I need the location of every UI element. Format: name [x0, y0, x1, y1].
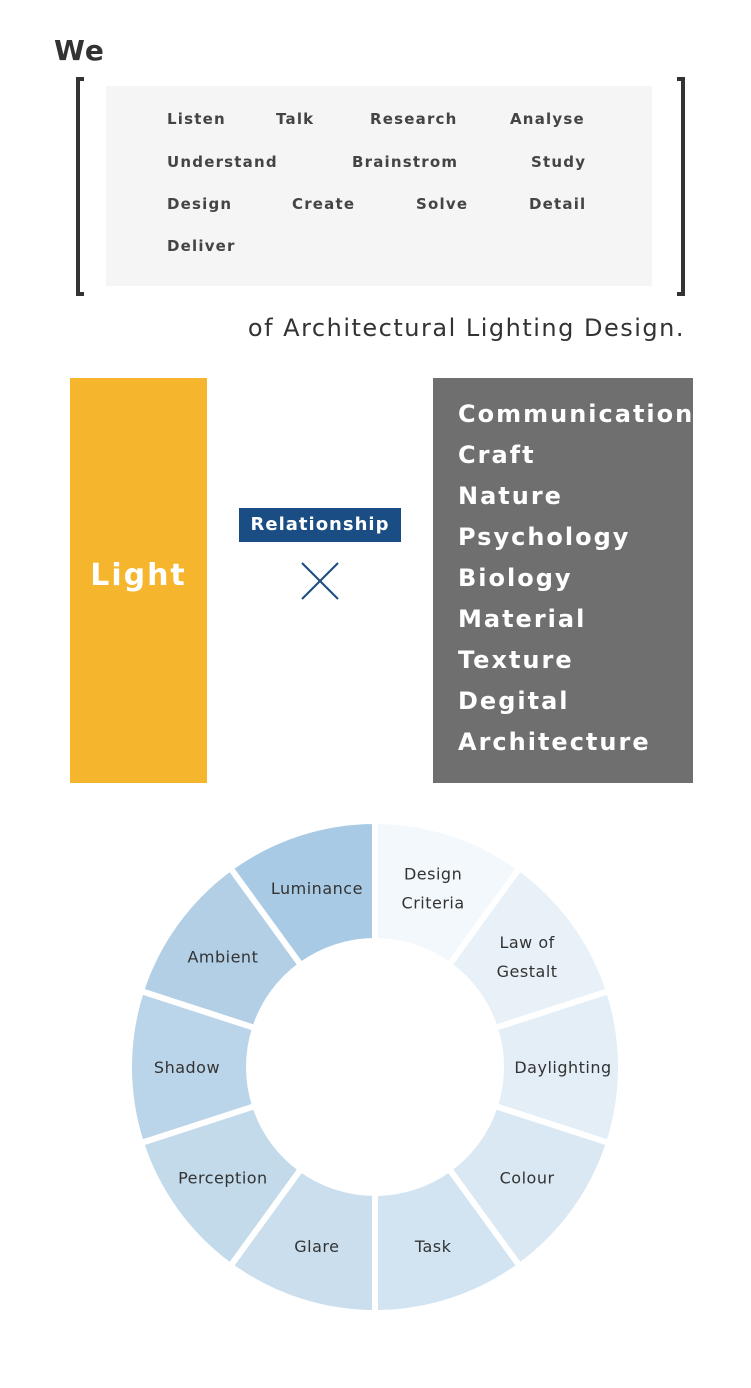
light-label: Light — [90, 558, 187, 593]
wheel-label: Perception — [178, 1169, 268, 1188]
topic-item: Craft — [458, 441, 536, 469]
tagline: of Architectural Lighting Design. — [247, 314, 685, 342]
verb-analyse: Analyse — [510, 110, 585, 128]
topic-item: Nature — [458, 482, 563, 510]
verb-solve: Solve — [416, 195, 469, 213]
we-heading: We — [54, 34, 105, 67]
wheel-label: Shadow — [154, 1058, 220, 1077]
verb-design: Design — [167, 195, 233, 213]
topics-block: Communication Craft Nature Psychology Bi… — [433, 378, 693, 783]
wheel-label: Glare — [294, 1237, 339, 1256]
wheel-segment — [372, 1164, 524, 1312]
topic-item: Architecture — [458, 728, 651, 756]
verb-understand: Understand — [167, 153, 278, 171]
topic-item: Texture — [458, 646, 574, 674]
topic-item: Communication — [458, 400, 695, 428]
topic-item: Material — [458, 605, 587, 633]
wheel-label: Luminance — [271, 879, 363, 898]
topic-item: Degital — [458, 687, 570, 715]
verb-study: Study — [531, 153, 587, 171]
topic-item: Psychology — [458, 523, 631, 551]
verb-brainstrom: Brainstrom — [352, 153, 459, 171]
verb-detail: Detail — [529, 195, 587, 213]
left-bracket — [76, 77, 84, 296]
verb-research: Research — [370, 110, 458, 128]
relationship-badge: Relationship — [239, 508, 401, 542]
verb-talk: Talk — [276, 110, 315, 128]
verb-deliver: Deliver — [167, 237, 236, 255]
wheel-segment — [226, 822, 378, 970]
times-icon — [301, 562, 339, 600]
wheel-label: Task — [414, 1237, 452, 1256]
verb-listen: Listen — [167, 110, 226, 128]
topic-item: Biology — [458, 564, 573, 592]
light-block: Light — [70, 378, 207, 783]
right-bracket — [677, 77, 685, 296]
wheel-label: Colour — [500, 1169, 555, 1188]
wheel-label: Daylighting — [514, 1058, 611, 1077]
verb-create: Create — [292, 195, 356, 213]
wheel-label: Ambient — [187, 947, 258, 966]
verb-panel: Listen Talk Research Analyse Understand … — [106, 86, 652, 286]
